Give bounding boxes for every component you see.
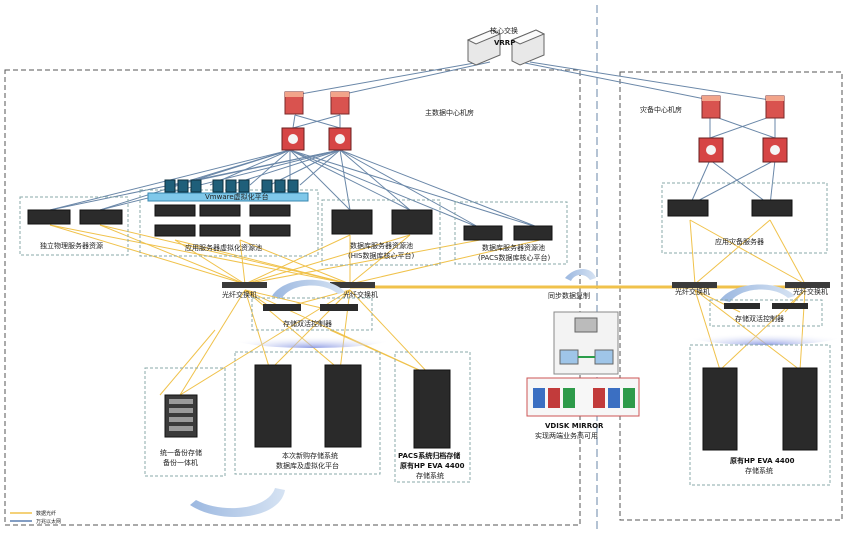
rack-servers <box>27 199 793 241</box>
new-storage-label-1: 本次新购存储系统 <box>282 451 338 460</box>
vdisk-disks <box>533 388 635 408</box>
storage-ctrl-backup-box <box>709 299 823 327</box>
firewall-backup-left <box>701 95 721 119</box>
pacs-storage-label-1: PACS系统归档存储 <box>398 451 460 460</box>
storage-ctrl-backup-label: 存储双活控制器 <box>735 314 784 323</box>
backup-arrow <box>190 488 285 517</box>
new-storage-rack-2 <box>324 364 362 448</box>
firewall-main-right <box>330 91 350 115</box>
main-dc-zone <box>4 69 581 526</box>
app-backup-box <box>661 182 828 254</box>
pacs-storage-label-2: 原有HP EVA 4400 <box>400 461 465 470</box>
fiber-switch-backup-right-label: 光纤交换机 <box>793 287 828 296</box>
backup-eva-label-1: 原有HP EVA 4400 <box>730 456 795 465</box>
pool-physical-label: 独立物理服务器资源 <box>40 241 103 250</box>
pool-his-label-2: (HIS数据库核心平台) <box>348 251 415 260</box>
core-switch-left <box>466 29 502 66</box>
firewall-main-left <box>284 91 304 115</box>
storage-ctrl-backup-1 <box>724 303 760 309</box>
core-switch-label: 核心交换 <box>490 26 518 35</box>
distribution-switch-main-right <box>328 127 352 151</box>
pool-app-virtual-box <box>139 189 319 257</box>
pool-pacs-label-2: (PACS数据库核心平台) <box>478 253 551 262</box>
backup-eva-label-2: 存储系统 <box>745 466 773 475</box>
pool-pacs-label-1: 数据库服务器资源池 <box>482 243 545 252</box>
app-backup-label: 应用灾备服务器 <box>715 237 764 246</box>
backup-eva-box <box>689 344 831 486</box>
vdisk-label-2: 实现两端业务高可用 <box>535 431 598 440</box>
backup-appliance <box>164 394 198 438</box>
storage-ctrl-main-2 <box>320 304 358 311</box>
vmware-label: Vmware虚拟化平台 <box>205 192 269 201</box>
sync-label: 同步数据复制 <box>548 291 590 300</box>
fiber-switch-main-left-label: 光纤交换机 <box>222 290 257 299</box>
backup-storage-label-2: 备份一体机 <box>163 458 198 467</box>
backup-eva-rack-1 <box>702 367 738 451</box>
fiber-links <box>49 219 806 396</box>
storage-ctrl-main-1 <box>263 304 301 311</box>
storage-glow-main <box>232 328 392 348</box>
sync-arrow <box>565 269 596 281</box>
firewall-backup-right <box>765 95 785 119</box>
backup-dc-title: 灾备中心机房 <box>640 105 682 114</box>
backup-storage-label-1: 统一备份存储 <box>160 448 202 457</box>
backup-eva-rack-2 <box>782 367 818 451</box>
backup-storage-box <box>144 367 226 477</box>
fiber-switch-backup-left <box>672 282 717 288</box>
replication-arrow-backup <box>720 284 795 302</box>
core-switch-right <box>510 29 546 66</box>
fiber-switch-main-right-label: 光纤交换机 <box>343 290 378 299</box>
backup-dc-zone <box>619 71 843 521</box>
storage-ctrl-backup-2 <box>772 303 808 309</box>
pool-app-virtual-label: 应用服务器虚拟化资源池 <box>185 243 262 252</box>
new-storage-label-2: 数据库及虚拟化平台 <box>276 461 339 470</box>
storage-ctrl-main-label: 存储双活控制器 <box>283 319 332 328</box>
vdisk-right-node <box>594 349 614 365</box>
distribution-switch-backup-left <box>698 137 724 163</box>
pacs-storage-rack <box>413 369 451 449</box>
pacs-storage-box <box>394 351 471 483</box>
vdisk-disk-panel <box>526 377 640 417</box>
pool-physical-box <box>19 196 129 256</box>
replication-arrow-main <box>272 279 345 298</box>
vm-instances <box>164 179 299 193</box>
distribution-switch-backup-right <box>762 137 788 163</box>
new-storage-rack-1 <box>254 364 292 448</box>
pacs-storage-label-3: 存储系统 <box>416 471 444 480</box>
vdisk-label-1: VDISK MIRROR <box>545 422 604 430</box>
distribution-switch-main-left <box>281 127 305 151</box>
storage-glow-backup <box>687 325 843 345</box>
legend-fiber-label: 数据光纤 <box>36 510 56 517</box>
main-dc-title: 主数据中心机房 <box>425 108 474 117</box>
fiber-switch-main-right <box>330 282 375 288</box>
pool-his-label-1: 数据库服务器资源池 <box>350 241 413 250</box>
pool-pacs-box <box>454 201 568 265</box>
fiber-switch-backup-left-label: 光纤交换机 <box>675 287 710 296</box>
vdisk-left-node <box>559 349 579 365</box>
fiber-switch-main-left <box>222 282 267 288</box>
fiber-switch-backup-right <box>785 282 830 288</box>
new-storage-box <box>234 351 381 475</box>
vmware-bar <box>147 192 309 202</box>
vrrp-label: VRRP <box>494 39 515 47</box>
core-ethernet-links <box>49 61 776 229</box>
pool-his-box <box>321 199 441 266</box>
legend-ethernet-label: 万兆以太网 <box>36 518 61 525</box>
vdisk-top-node <box>574 317 598 333</box>
